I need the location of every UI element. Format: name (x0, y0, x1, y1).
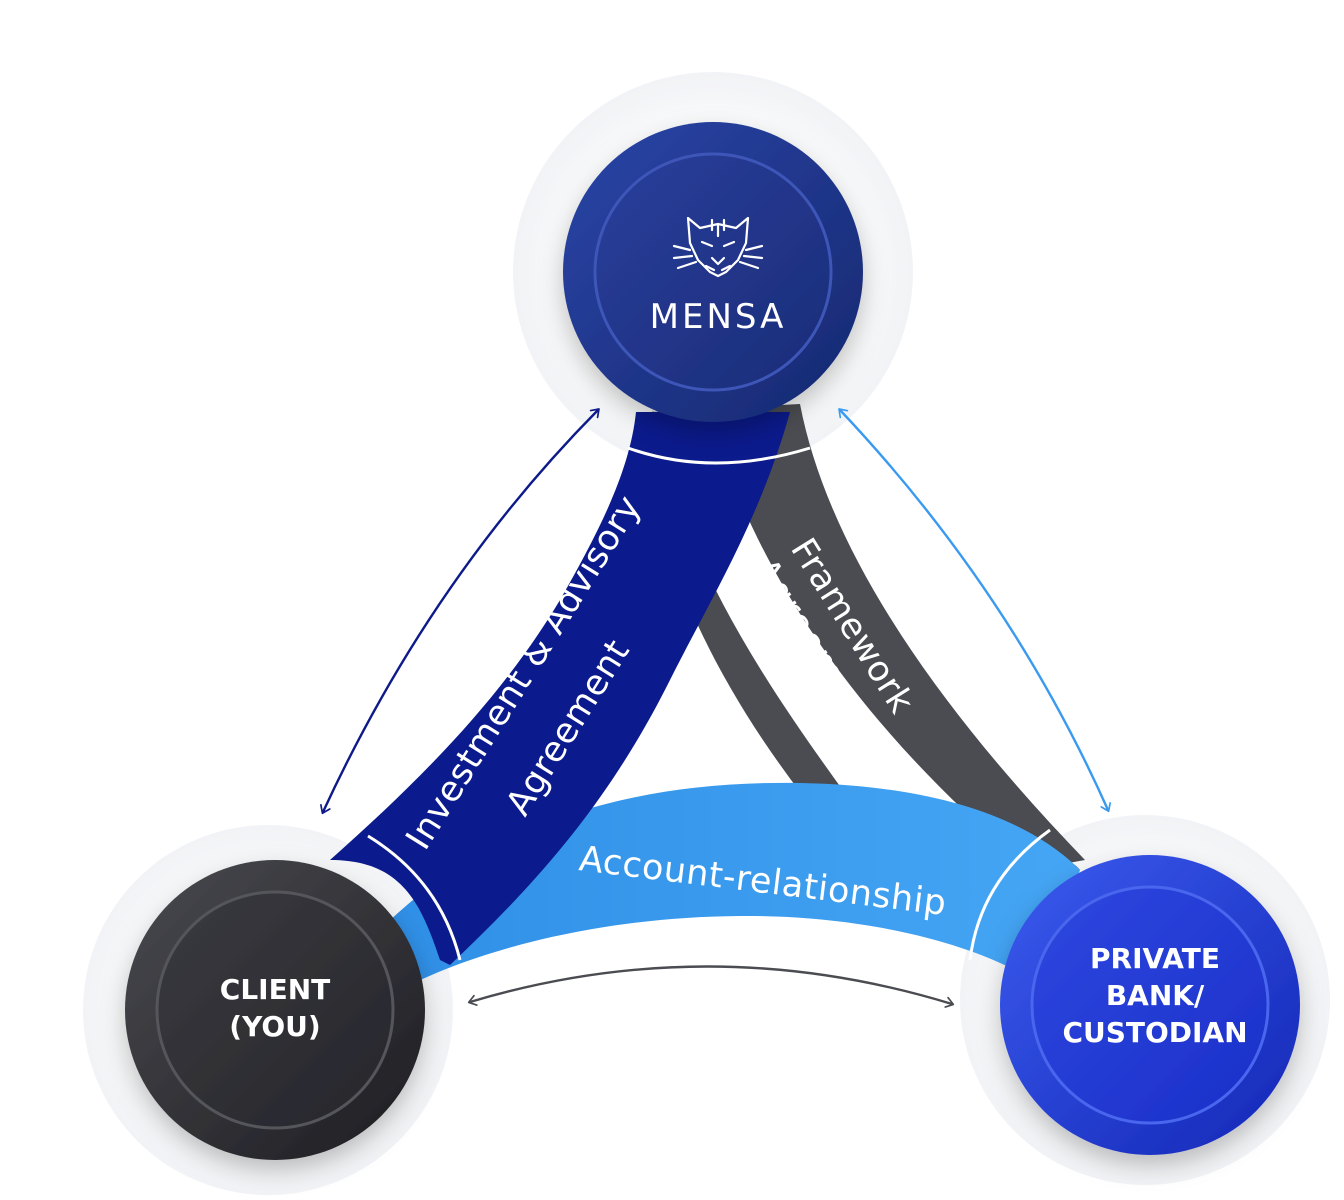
right-double-arrow-icon (838, 408, 1112, 813)
client-node (125, 860, 425, 1160)
bottom-double-arrow-icon (467, 965, 955, 1008)
bank-label-line3: CUSTODIAN (1062, 1016, 1247, 1049)
mensa-node (563, 122, 863, 422)
framework-agreement-band (645, 410, 1080, 900)
client-label-line2: (YOU) (229, 1010, 320, 1043)
bank-label-line2: BANK/ (1106, 979, 1205, 1012)
tiger-head-logo-icon (672, 216, 764, 278)
client-label-line1: CLIENT (220, 973, 330, 1006)
mensa-label: MENSA (650, 297, 787, 337)
left-double-arrow-icon (320, 408, 600, 815)
client-seam (367, 834, 462, 961)
mensa-seam (627, 446, 811, 465)
framework-agreement-band-body (651, 404, 1085, 870)
bank-node (1000, 855, 1300, 1155)
bank-label-line1: PRIVATE (1090, 942, 1220, 975)
investment-advisory-band (330, 412, 790, 965)
bank-seam (968, 828, 1051, 961)
